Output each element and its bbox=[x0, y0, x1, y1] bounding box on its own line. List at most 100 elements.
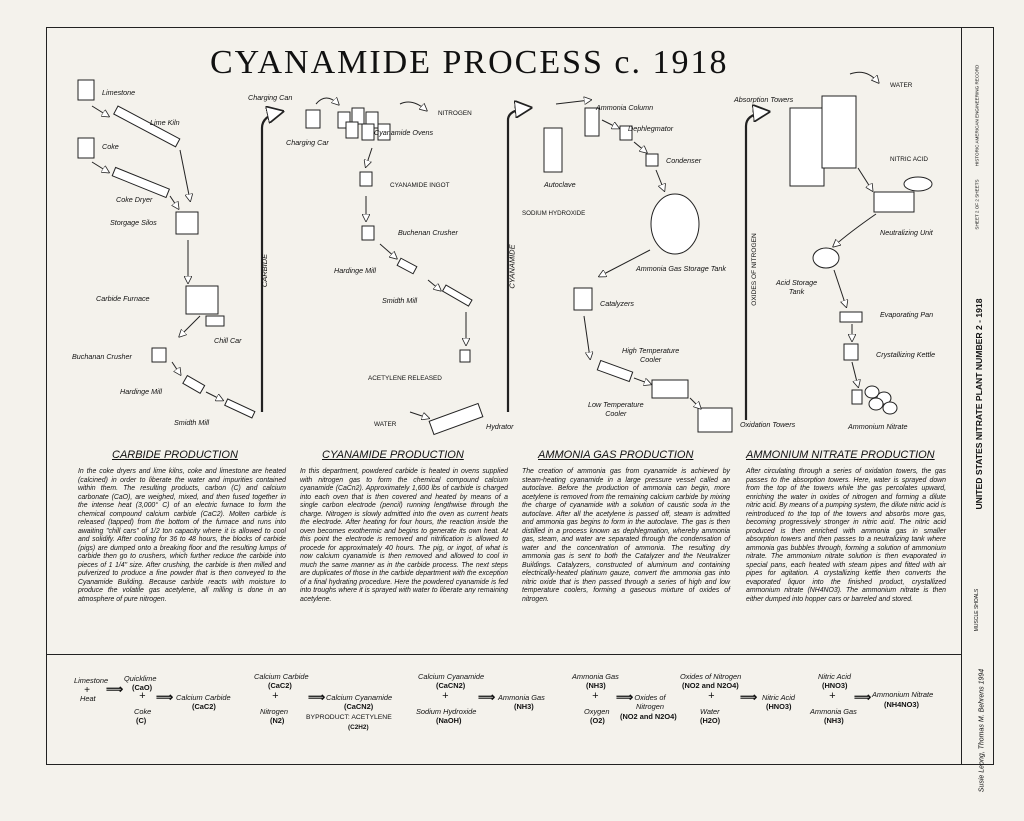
label-acetylene-released: ACETYLENE RELEASED bbox=[368, 375, 442, 382]
label-limestone: Limestone bbox=[102, 88, 136, 97]
flow-arrow bbox=[583, 315, 590, 358]
eq-c2h2: (C2H2) bbox=[348, 724, 369, 731]
label-nitrogen: NITROGEN bbox=[438, 110, 472, 117]
label-smith-mill-2: Smidth Mill bbox=[382, 296, 418, 305]
eq-water: Water bbox=[700, 707, 720, 716]
hardinge-mill-1-icon bbox=[182, 374, 206, 395]
coke-hopper-icon bbox=[77, 137, 95, 159]
evaporating-pan-icon bbox=[839, 311, 863, 323]
sheet-border bbox=[46, 27, 994, 765]
eq-nitric-acid-1: Nitric Acid bbox=[762, 693, 795, 702]
storage-silos-icon bbox=[175, 211, 199, 235]
oxidation-towers-icon bbox=[697, 407, 733, 433]
eq-limestone: Limestone bbox=[74, 676, 109, 685]
flow-arrow bbox=[555, 100, 590, 104]
low-temp-cooler-icon bbox=[651, 379, 689, 399]
eq-calcium-cyanamide-1: Calcium Cyanamide bbox=[326, 693, 393, 702]
autoclave-icon bbox=[543, 127, 563, 173]
label-chill-car: Chill Car bbox=[214, 336, 242, 345]
hydrator-feed-icon bbox=[459, 349, 471, 363]
lime-kiln-icon bbox=[113, 105, 181, 148]
eq-n2: (N2) bbox=[270, 716, 285, 725]
page-title: CYANAMIDE PROCESS c. 1918 bbox=[210, 44, 729, 81]
flow-arrow bbox=[180, 315, 201, 336]
eq-calcium-carbide-2: Calcium Carbide bbox=[254, 672, 309, 681]
eq-plus: + bbox=[442, 690, 449, 702]
crystallizing-kettle-icon bbox=[843, 343, 859, 361]
eq-cacn2-1: (CaCN2) bbox=[344, 702, 374, 711]
eq-arrow: ⟹ bbox=[156, 690, 174, 704]
smith-mill-2-icon bbox=[441, 284, 473, 307]
flow-arrow bbox=[409, 411, 428, 418]
condenser-icon bbox=[645, 153, 659, 167]
buchanan-crusher-1-icon bbox=[151, 347, 167, 363]
label-nitric-acid: NITRIC ACID bbox=[890, 156, 928, 163]
label-ammonium-nitrate: Ammonium Nitrate bbox=[848, 422, 908, 431]
eq-arrow: ⟹ bbox=[308, 690, 326, 704]
eq-cac2-2: (CaC2) bbox=[268, 681, 292, 690]
eq-plus: + bbox=[708, 690, 715, 702]
label-oxides-of-nitrogen: OXIDES OF NITROGEN bbox=[750, 233, 758, 306]
eq-plus: + bbox=[272, 690, 279, 702]
section-heading-ammonium-nitrate: AMMONIUM NITRATE PRODUCTION bbox=[746, 449, 935, 461]
label-carbide-furnace: Carbide Furnace bbox=[96, 294, 150, 303]
eq-arrow: ⟹ bbox=[854, 690, 872, 704]
eq-plus: + bbox=[84, 685, 90, 696]
label-sodium-hydroxide: SODIUM HYDROXIDE bbox=[522, 210, 586, 217]
catalyzers-icon bbox=[573, 287, 593, 311]
eq-nh4no3: (NH4NO3) bbox=[884, 700, 919, 709]
eq-c: (C) bbox=[136, 716, 147, 725]
flow-arrow bbox=[633, 141, 646, 152]
flow-arrow bbox=[379, 243, 396, 258]
chill-car-icon bbox=[205, 315, 225, 327]
label-charging-can: Charging Can bbox=[248, 93, 293, 102]
section-heading-ammonia: AMMONIA GAS PRODUCTION bbox=[538, 449, 694, 461]
label-water-1: WATER bbox=[374, 421, 397, 428]
eq-calcium-cyanamide-2: Calcium Cyanamide bbox=[418, 672, 485, 681]
eq-nitric-acid-2: Nitric Acid bbox=[818, 672, 851, 681]
eq-arrow: ⟹ bbox=[740, 690, 758, 704]
eq-cao: (CaO) bbox=[132, 683, 153, 692]
flow-arrow bbox=[91, 105, 108, 116]
equations-panel bbox=[46, 654, 961, 766]
label-hardinge-mill-2: Hardinge Mill bbox=[334, 266, 376, 275]
smith-mill-1-icon bbox=[224, 398, 256, 419]
section-text-ammonia: The creation of ammonia gas from cyanami… bbox=[522, 468, 730, 603]
eq-calcium-carbide-1: Calcium Carbide bbox=[176, 693, 231, 702]
eq-nitrogen: Nitrogen bbox=[260, 707, 288, 716]
eq-arrow: ⟹ bbox=[478, 690, 496, 704]
eq-oxides-1-formula: (NO2 and N2O4) bbox=[620, 712, 677, 721]
label-acid-storage-tank: Acid Storage Tank bbox=[776, 278, 818, 296]
label-ammonia-gas-storage-tank: Ammonia Gas Storage Tank bbox=[636, 264, 727, 273]
eq-cacn2-2: (CaCN2) bbox=[436, 681, 466, 690]
section-heading-carbide: CARBIDE PRODUCTION bbox=[112, 449, 238, 461]
label-hardinge-mill-1: Hardinge Mill bbox=[120, 387, 162, 396]
label-water-2: WATER bbox=[890, 82, 913, 89]
label-lime-kiln: Lime Kiln bbox=[150, 118, 180, 127]
eq-h2o: (H2O) bbox=[700, 716, 721, 725]
cyanamide-transfer-arrow bbox=[506, 108, 528, 412]
flow-arrow bbox=[857, 167, 872, 190]
drawing-sheet: UNITED STATES NITRATE PLANT NUMBER 2 - 1… bbox=[46, 27, 994, 792]
label-neutralizing-unit: Neutralizing Unit bbox=[880, 228, 933, 237]
label-hydrator: Hydrator bbox=[486, 422, 514, 431]
label-evaporating-pan: Evaporating Pan bbox=[880, 310, 934, 319]
eq-ammonia-gas-2: Ammonia Gas bbox=[572, 672, 619, 681]
storage-tank-icon bbox=[650, 193, 700, 255]
flow-arrow bbox=[315, 98, 338, 104]
eq-cac2-1: (CaC2) bbox=[192, 702, 216, 711]
eq-naoh: (NaOH) bbox=[436, 716, 462, 725]
eq-ammonia-gas-1: Ammonia Gas bbox=[498, 693, 545, 702]
eq-oxides-1: Oxides of Nitrogen bbox=[634, 693, 666, 711]
eq-quicklime: Quicklime bbox=[124, 674, 157, 683]
flow-arrow bbox=[833, 269, 846, 306]
flow-arrow bbox=[834, 213, 877, 246]
eq-oxides-2-formula: (NO2 and N2O4) bbox=[682, 681, 739, 690]
label-absorption-towers: Absorption Towers bbox=[734, 95, 794, 104]
coke-dryer-icon bbox=[111, 166, 171, 199]
cyanamide-ingot-icon bbox=[359, 171, 373, 187]
label-oxidation-towers: Oxidation Towers bbox=[740, 420, 796, 429]
flow-arrow bbox=[427, 279, 440, 290]
flow-arrow bbox=[171, 361, 180, 374]
eq-plus: + bbox=[829, 690, 836, 702]
